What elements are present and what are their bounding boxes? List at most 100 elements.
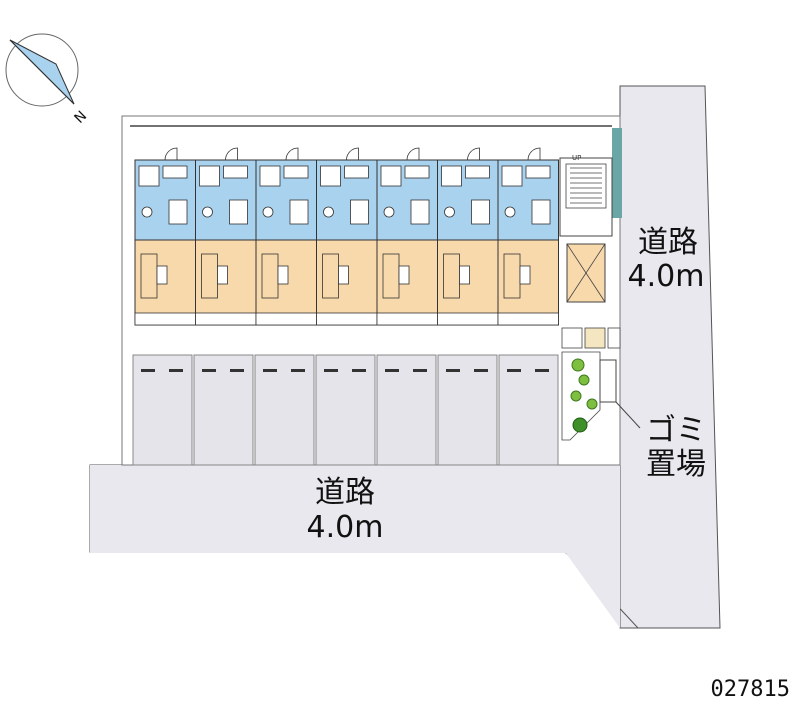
washroom-icon	[531, 199, 551, 225]
toilet-icon	[262, 206, 274, 218]
table-icon	[338, 265, 349, 285]
washroom-icon	[350, 199, 369, 225]
sofa-icon	[140, 253, 158, 299]
sofa-icon	[322, 253, 339, 299]
door-icon	[406, 147, 420, 161]
wheel-stop	[413, 369, 427, 372]
sofa-icon	[443, 253, 460, 299]
table-icon	[459, 265, 470, 285]
bath-icon	[380, 165, 402, 187]
toilet-icon	[444, 206, 455, 218]
wheel-stop	[474, 369, 488, 372]
sofa-icon	[261, 253, 279, 299]
kitchen-icon	[283, 165, 309, 179]
parking-bay	[437, 354, 498, 466]
toilet-icon	[383, 206, 395, 218]
sofa-icon	[503, 253, 521, 299]
parking-space	[437, 354, 498, 466]
door-icon	[527, 147, 541, 161]
sofa-icon	[382, 253, 400, 299]
parking-area	[132, 354, 559, 466]
parking-bay	[254, 354, 315, 466]
table-icon	[277, 265, 289, 285]
table-icon	[217, 265, 228, 285]
wheel-stop	[202, 369, 216, 372]
washroom-icon	[168, 199, 188, 225]
toilet-icon	[504, 206, 516, 218]
wheel-stop	[263, 369, 277, 372]
stairs: UP	[559, 128, 622, 237]
wheel-stop	[385, 369, 399, 372]
toilet-icon	[202, 206, 213, 218]
door-icon	[346, 147, 359, 161]
road-east-name: 道路	[638, 225, 698, 260]
balcony	[497, 312, 559, 326]
parking-bay	[193, 354, 254, 466]
wheel-stop	[230, 369, 244, 372]
balcony	[255, 312, 317, 326]
road-corner	[565, 420, 620, 628]
wheel-stop	[324, 369, 338, 372]
property-code: 027815	[711, 677, 790, 702]
parking-space	[132, 354, 193, 466]
door-icon	[225, 147, 238, 161]
road-east	[619, 85, 721, 629]
compass: N	[5, 33, 91, 127]
utility-meters	[561, 327, 621, 349]
parking-bay	[132, 354, 193, 466]
kitchen-icon	[344, 165, 369, 179]
wheel-stop	[291, 369, 305, 372]
table-icon	[519, 265, 531, 285]
balcony	[437, 312, 499, 326]
road-east-width: 4.0m	[628, 259, 705, 294]
toilet-icon	[141, 206, 153, 218]
parking-bay	[498, 354, 559, 466]
balcony	[376, 312, 438, 326]
table-icon	[156, 265, 168, 285]
balcony	[134, 312, 196, 326]
wheel-stop	[352, 369, 366, 372]
balcony	[316, 312, 378, 326]
garbage-leader	[615, 401, 641, 429]
parking-bay	[315, 354, 376, 466]
apartment-unit	[195, 147, 257, 326]
bath-icon	[259, 165, 281, 187]
apartment-unit	[497, 147, 559, 326]
washroom-icon	[410, 199, 430, 225]
wheel-stop	[169, 369, 183, 372]
garbage-label-line1: ゴミ	[646, 413, 706, 448]
parking-space	[193, 354, 254, 466]
kitchen-icon	[223, 165, 248, 179]
parking-space	[498, 354, 559, 466]
apartment-unit	[376, 147, 438, 326]
wheel-stop	[446, 369, 460, 372]
parking-space	[254, 354, 315, 466]
wheel-stop	[141, 369, 155, 372]
stairs-up-label: UP	[572, 154, 581, 162]
garbage-label-line2: 置場	[646, 447, 706, 482]
balcony	[195, 312, 257, 326]
apartment-unit	[134, 147, 196, 326]
wheel-stop	[507, 369, 521, 372]
parking-space	[315, 354, 376, 466]
apartment-unit	[255, 147, 317, 326]
sofa-icon	[201, 253, 218, 299]
washroom-icon	[289, 199, 309, 225]
apartment-unit	[316, 147, 378, 326]
storage-box	[566, 243, 606, 303]
bath-icon	[199, 165, 220, 187]
bath-icon	[501, 165, 523, 187]
bath-icon	[320, 165, 341, 187]
door-icon	[164, 147, 178, 161]
kitchen-icon	[162, 165, 188, 179]
apartment-units	[134, 147, 559, 326]
door-icon	[467, 147, 480, 161]
road-south-width: 4.0m	[307, 510, 384, 545]
north-label: N	[72, 108, 91, 127]
apartment-unit	[437, 147, 499, 326]
washroom-icon	[471, 199, 490, 225]
kitchen-icon	[525, 165, 551, 179]
garden	[561, 351, 601, 441]
bath-icon	[441, 165, 462, 187]
